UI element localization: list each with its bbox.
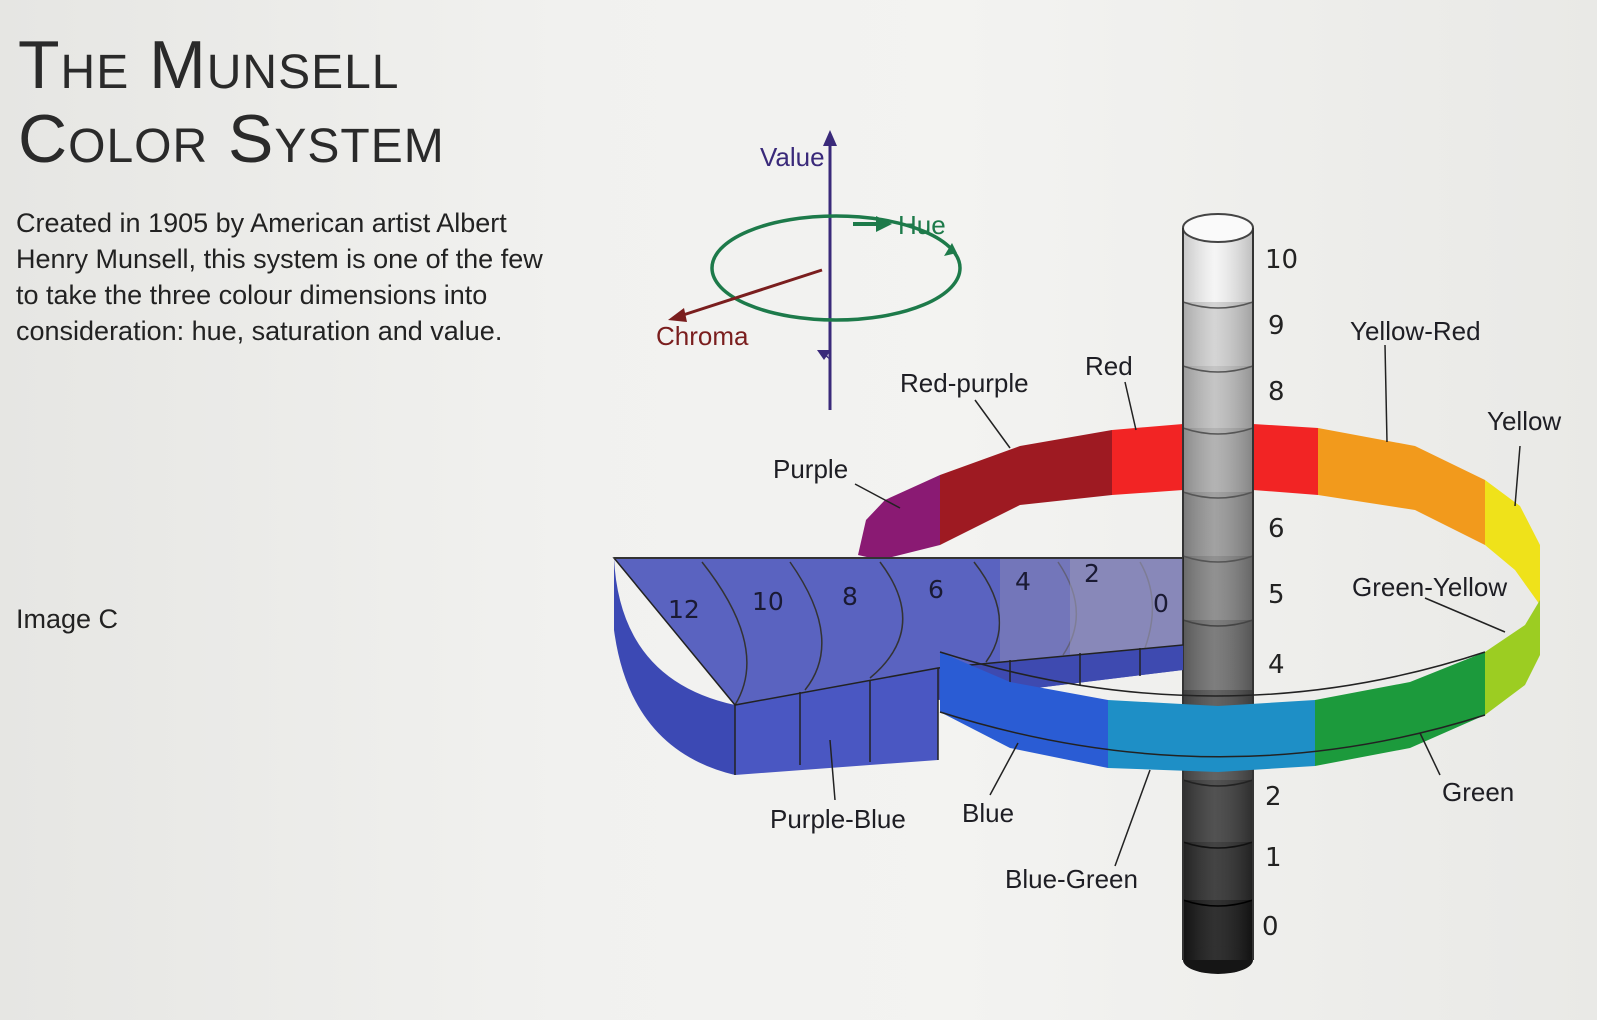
hue-label-red-purple: Red-purple (900, 368, 1029, 398)
chroma-label-0: 0 (1153, 589, 1169, 618)
value-label-10: 10 (1265, 245, 1298, 275)
page-title: The Munsell Color System (18, 28, 445, 176)
description-text: Created in 1905 by American artist Alber… (16, 208, 543, 346)
chroma-slab-side (614, 558, 735, 775)
hue-band-purple (858, 475, 940, 560)
hue-band-green (1315, 652, 1485, 766)
hue-ring-front (939, 600, 1540, 772)
value-label-1: 1 (1265, 843, 1282, 873)
hue-arrow-icon (876, 216, 892, 232)
chroma-arrow-icon (668, 308, 687, 322)
image-caption: Image C (16, 604, 119, 634)
hue-label-blue: Blue (962, 798, 1014, 828)
title-line-2: Color System (18, 101, 445, 177)
hue-axis-label: Hue (898, 210, 946, 240)
chroma-label-4: 4 (1015, 567, 1031, 596)
value-arrow-up-icon (823, 130, 837, 146)
hue-band-green-yellow (1485, 600, 1540, 715)
hue-band-yellow (1485, 480, 1540, 605)
value-column (1182, 213, 1254, 974)
hue-label-purple-blue: Purple-Blue (770, 804, 906, 834)
hue-label-purple: Purple (773, 454, 848, 484)
chroma-label-2: 2 (1084, 559, 1100, 588)
hue-ring-arrow-icon (944, 243, 957, 256)
axis-legend: Value Hue Chroma (656, 130, 962, 410)
title-line-1: The Munsell (18, 27, 400, 103)
hue-ring-back (858, 424, 1540, 605)
hue-band-blue-green (1108, 700, 1315, 772)
value-axis-label: Value (760, 142, 825, 172)
hue-labels: Yellow-Red Red Red-purple Yellow Purple … (770, 316, 1561, 894)
hue-band-red-right (1253, 424, 1318, 495)
value-column-top (1182, 213, 1254, 243)
hue-label-green: Green (1442, 777, 1514, 807)
value-label-0: 0 (1262, 912, 1279, 942)
hue-label-green-yellow: Green-Yellow (1352, 572, 1507, 602)
value-label-8: 8 (1268, 377, 1285, 407)
value-label-9: 9 (1268, 311, 1285, 341)
chroma-slab: 12 10 8 6 4 2 0 (612, 557, 1184, 775)
chroma-axis-label: Chroma (656, 321, 749, 351)
chroma-label-10: 10 (752, 587, 784, 616)
hue-band-yellow-red (1318, 428, 1485, 545)
chroma-arrow-line (679, 268, 823, 318)
chroma-label-12: 12 (668, 595, 700, 624)
hue-band-blue (940, 652, 1108, 768)
hue-band-red-left (1112, 424, 1183, 495)
hue-label-red: Red (1085, 351, 1133, 381)
chroma-label-8: 8 (842, 582, 858, 611)
hue-band-red-purple (940, 430, 1112, 545)
hue-ring (710, 214, 962, 322)
chroma-label-6: 6 (928, 575, 944, 604)
hue-label-yellow: Yellow (1487, 406, 1561, 436)
value-label-2: 2 (1265, 782, 1282, 812)
value-label-6: 6 (1268, 514, 1285, 544)
hue-label-yellow-red: Yellow-Red (1350, 316, 1481, 346)
value-label-5: 5 (1268, 580, 1285, 610)
hue-label-blue-green: Blue-Green (1005, 864, 1138, 894)
value-label-4: 4 (1268, 650, 1285, 680)
value-scale: 10 9 8 6 5 4 2 1 0 (1262, 245, 1298, 942)
